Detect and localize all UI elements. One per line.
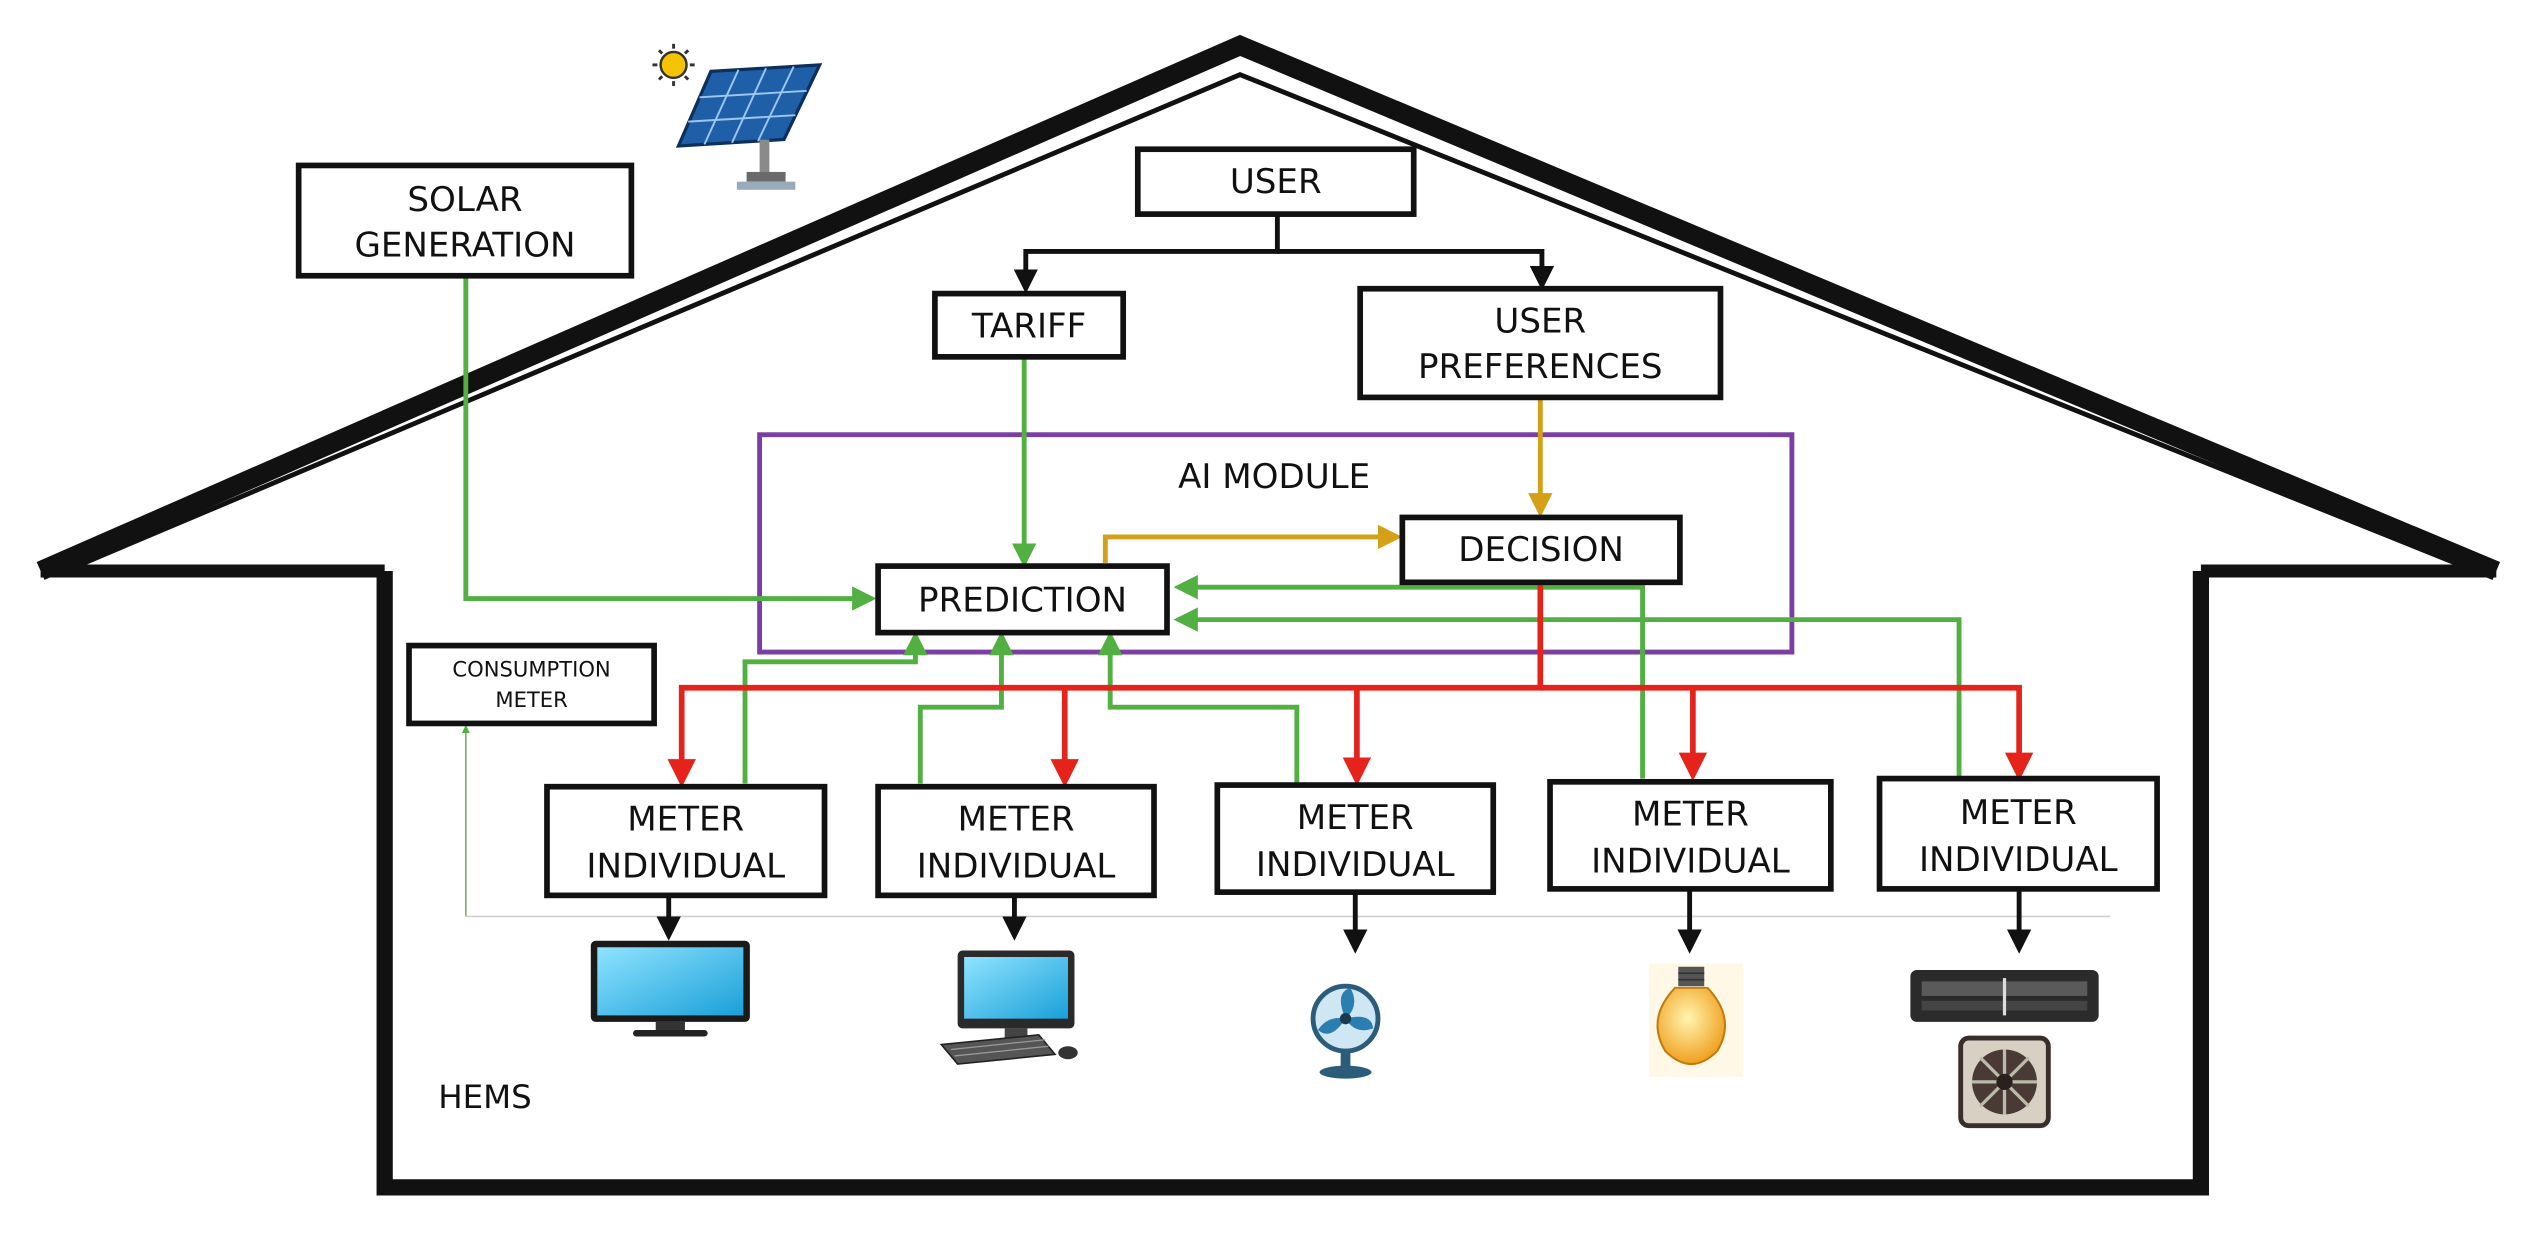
user-preferences-label-line1: USER	[1494, 302, 1586, 342]
user-connectors	[1013, 214, 1555, 294]
meter-label-line2: INDIVIDUAL	[917, 847, 1116, 887]
fan-icon	[1310, 983, 1381, 1079]
consumption-meter-label-line1: CONSUMPTION	[452, 656, 610, 681]
meter-label-line2: INDIVIDUAL	[1256, 845, 1455, 885]
meter-label-line1: METER	[958, 799, 1075, 839]
meter-label-line1: METER	[1297, 798, 1414, 838]
decision-label: DECISION	[1458, 530, 1624, 570]
decision-box: DECISION	[1399, 514, 1683, 586]
data-flow-lines	[461, 275, 1962, 917]
meter-individual-box: METER INDIVIDUAL	[1214, 782, 1497, 895]
solar-generation-label-line2: GENERATION	[354, 225, 575, 265]
control-flow-lines	[667, 582, 2034, 788]
meter-individual-box: METER INDIVIDUAL	[875, 783, 1157, 899]
meter-label-line2: INDIVIDUAL	[586, 847, 785, 887]
meter-label-line1: METER	[1632, 795, 1749, 835]
prediction-label: PREDICTION	[918, 581, 1127, 621]
meter-individual-box: METER INDIVIDUAL	[1547, 778, 1834, 892]
meter-label-line2: INDIVIDUAL	[1591, 842, 1790, 882]
meter-individual-box: METER INDIVIDUAL	[1876, 775, 2160, 892]
ai-module-border	[757, 432, 1795, 655]
user-preferences-label-line2: PREFERENCES	[1418, 347, 1663, 387]
solar-generation-box: SOLAR GENERATION	[295, 162, 635, 279]
house-outline	[36, 34, 2501, 1196]
hems-label: HEMS	[438, 1078, 531, 1116]
meter-individual-box: METER INDIVIDUAL	[544, 783, 828, 899]
meter-label-line2: INDIVIDUAL	[1919, 840, 2118, 880]
tariff-box: TARIFF	[932, 290, 1127, 360]
consumption-meter-box: CONSUMPTION METER	[406, 642, 657, 727]
solar-generation-label-line1: SOLAR	[407, 180, 522, 220]
air-conditioner-icon	[1910, 969, 2099, 1129]
solar-panel-icon	[652, 43, 823, 190]
user-box: USER	[1134, 146, 1417, 217]
device-connectors	[656, 888, 2032, 954]
prediction-box: PREDICTION	[875, 563, 1170, 636]
meter-label-line1: METER	[1960, 793, 2077, 833]
monitor-icon	[590, 940, 750, 1037]
ai-module-label: AI MODULE	[1178, 457, 1370, 497]
consumption-meter-label-line2: METER	[495, 687, 568, 712]
light-bulb-icon	[1649, 963, 1744, 1078]
user-label: USER	[1230, 162, 1322, 202]
desktop-computer-icon	[939, 950, 1078, 1065]
preference-flow-lines	[1102, 397, 1553, 563]
meter-label-line1: METER	[627, 799, 744, 839]
user-preferences-box: USER PREFERENCES	[1357, 285, 1724, 401]
tariff-label: TARIFF	[971, 306, 1086, 346]
